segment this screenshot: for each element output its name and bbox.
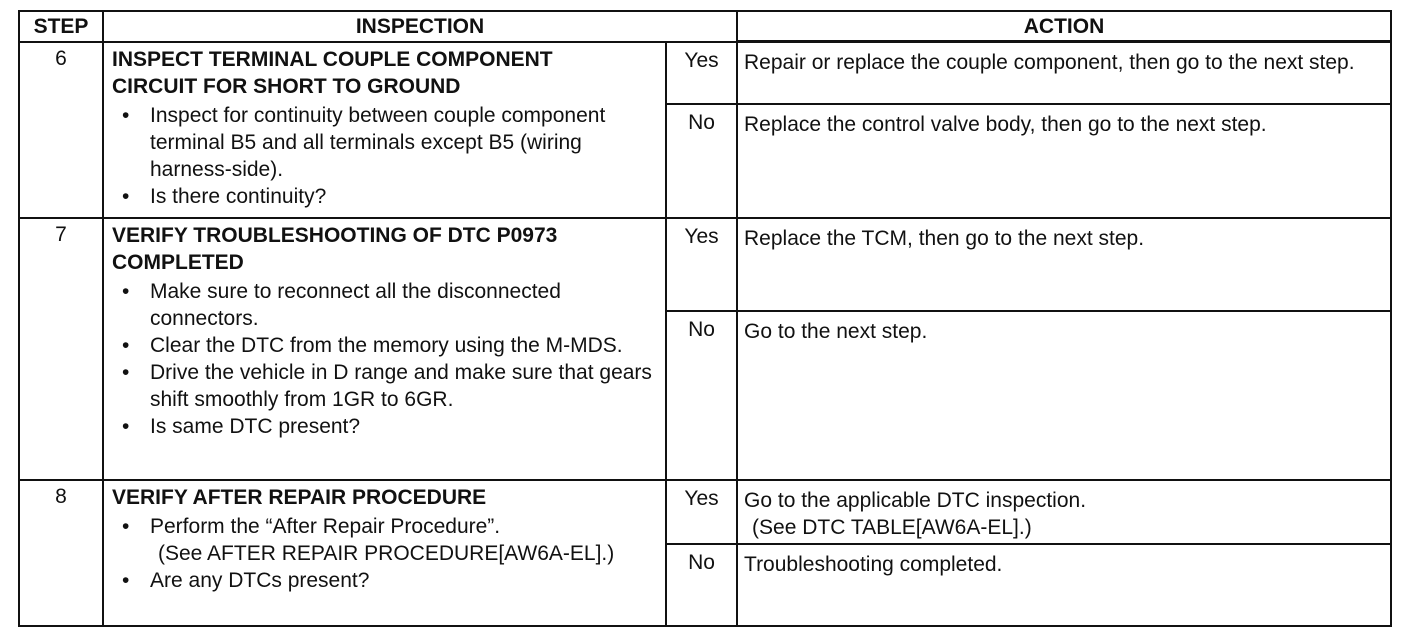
inspection-table-container: STEP INSPECTION ACTION 6 INSPECT TERMINA… bbox=[18, 10, 1393, 628]
inspection-table: STEP INSPECTION ACTION 6 INSPECT TERMINA… bbox=[18, 10, 1393, 628]
inspection-reference-note: (See AFTER REPAIR PROCEDURE[AW6A-EL].) bbox=[158, 541, 615, 565]
header-row: STEP INSPECTION ACTION bbox=[18, 10, 1393, 43]
yes-action-reference-note: (See DTC TABLE[AW6A-EL].) bbox=[752, 515, 1032, 539]
yes-action-text: Go to the applicable DTC inspection. bbox=[744, 488, 1087, 512]
table-row: 8 VERIFY AFTER REPAIR PROCEDURE Perform … bbox=[18, 478, 1393, 628]
inspection-title-line: VERIFY TROUBLESHOOTING OF DTC P0973 bbox=[112, 223, 558, 247]
table-row: 7 VERIFY TROUBLESHOOTING OF DTC P0973 CO… bbox=[18, 216, 1393, 481]
inspection-title: VERIFY TROUBLESHOOTING OF DTC P0973 COMP… bbox=[112, 222, 657, 276]
step-number: 7 bbox=[18, 216, 104, 481]
step-number: 6 bbox=[18, 40, 104, 219]
no-label: No bbox=[664, 102, 739, 219]
inspection-bullets: Inspect for continuity between couple co… bbox=[112, 102, 657, 210]
header-step: STEP bbox=[18, 10, 104, 43]
inspection-bullet: Is there continuity? bbox=[122, 183, 657, 210]
inspection-cell: VERIFY TROUBLESHOOTING OF DTC P0973 COMP… bbox=[102, 216, 667, 481]
inspection-bullet: Drive the vehicle in D range and make su… bbox=[122, 359, 657, 413]
header-inspection: INSPECTION bbox=[101, 10, 739, 43]
table-row: No Go to the next step. bbox=[19, 309, 1393, 481]
table-row: 6 INSPECT TERMINAL COUPLE COMPONENT CIRC… bbox=[18, 40, 1393, 219]
inspection-title-line: COMPLETED bbox=[112, 250, 244, 274]
inspection-bullet: Are any DTCs present? bbox=[122, 567, 657, 594]
header-action: ACTION bbox=[736, 10, 1393, 43]
yes-action: Repair or replace the couple component, … bbox=[736, 40, 1393, 105]
inspection-title: INSPECT TERMINAL COUPLE COMPONENT CIRCUI… bbox=[112, 46, 657, 100]
inspection-bullet: Perform the “After Repair Procedure”. (S… bbox=[122, 513, 657, 567]
yes-action: Go to the applicable DTC inspection. (Se… bbox=[736, 478, 1393, 546]
inspection-cell: INSPECT TERMINAL COUPLE COMPONENT CIRCUI… bbox=[102, 40, 667, 219]
inspection-title-line: CIRCUIT FOR SHORT TO GROUND bbox=[112, 74, 461, 98]
no-action: Replace the control valve body, then go … bbox=[736, 102, 1393, 219]
no-action: Go to the next step. bbox=[736, 309, 1393, 481]
inspection-title-line: VERIFY AFTER REPAIR PROCEDURE bbox=[112, 485, 487, 509]
table-row: No Replace the control valve body, then … bbox=[19, 102, 1393, 219]
yes-action: Replace the TCM, then go to the next ste… bbox=[736, 216, 1393, 312]
inspection-bullet: Is same DTC present? bbox=[122, 413, 657, 440]
inspection-bullet-text: Perform the “After Repair Procedure”. bbox=[150, 514, 501, 538]
inspection-cell: VERIFY AFTER REPAIR PROCEDURE Perform th… bbox=[102, 478, 667, 628]
inspection-bullet: Inspect for continuity between couple co… bbox=[122, 102, 657, 183]
yes-label: Yes bbox=[664, 40, 739, 105]
inspection-bullet: Make sure to reconnect all the disconnec… bbox=[122, 278, 657, 332]
table-row: No Troubleshooting completed. bbox=[19, 543, 1393, 627]
inspection-bullets: Make sure to reconnect all the disconnec… bbox=[112, 278, 657, 440]
no-label: No bbox=[664, 543, 739, 627]
yes-label: Yes bbox=[664, 216, 739, 312]
step-number: 8 bbox=[18, 478, 104, 628]
no-action: Troubleshooting completed. bbox=[736, 543, 1393, 627]
inspection-bullet: Clear the DTC from the memory using the … bbox=[122, 332, 657, 359]
no-label: No bbox=[664, 309, 739, 481]
yes-label: Yes bbox=[664, 478, 739, 546]
inspection-bullets: Perform the “After Repair Procedure”. (S… bbox=[112, 513, 657, 594]
inspection-title: VERIFY AFTER REPAIR PROCEDURE bbox=[112, 484, 657, 511]
inspection-title-line: INSPECT TERMINAL COUPLE COMPONENT bbox=[112, 47, 553, 71]
